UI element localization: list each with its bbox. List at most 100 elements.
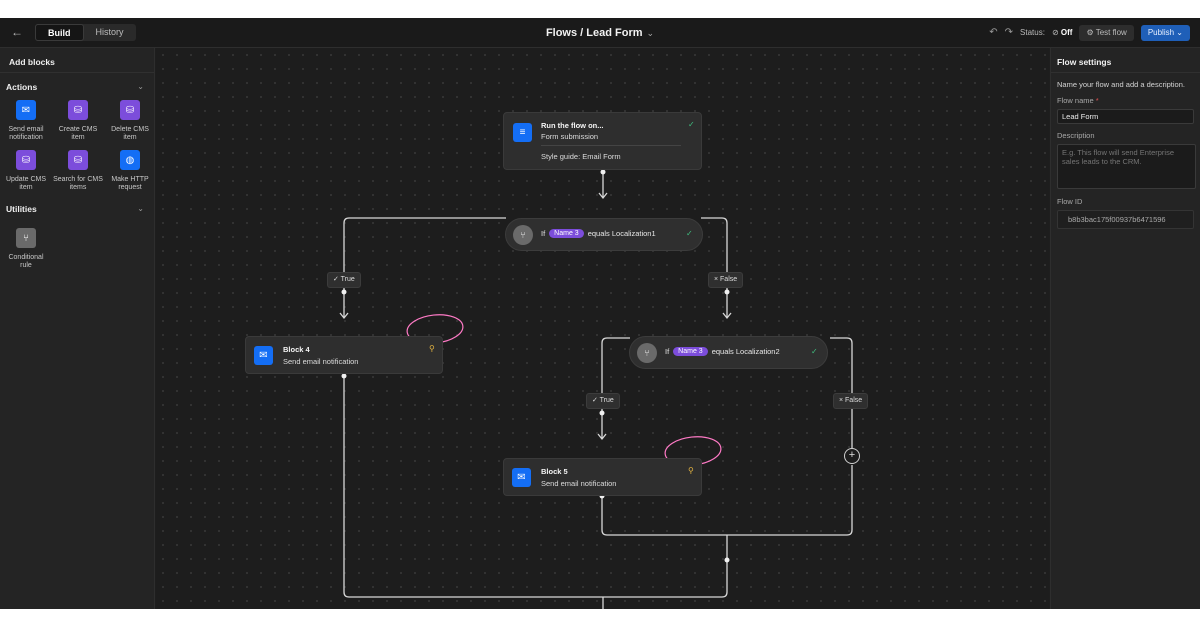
status-label: Status: — [1020, 28, 1045, 37]
condition-text: If Name 3 equals Localization1 — [541, 229, 656, 238]
test-flow-label: Test flow — [1095, 27, 1127, 37]
required-icon: * — [1095, 96, 1099, 105]
branch-true-label: ✓ True — [327, 272, 361, 288]
chevron-down-icon[interactable]: ⌄ — [646, 28, 655, 38]
flow-title[interactable]: Flows / Lead Form — [545, 27, 643, 39]
flow-id-field[interactable]: b8b3bac175f00937b6471596 — [1057, 210, 1194, 229]
block-label: Conditional rule — [8, 254, 44, 269]
database-search-icon: ⛁ — [68, 150, 88, 170]
condition-node-1[interactable]: ⑂ If Name 3 equals Localization1 ✓ — [505, 218, 703, 251]
description-label: Description — [1057, 131, 1095, 140]
block-make-http-request[interactable]: ◍ Make HTTP request — [104, 150, 156, 192]
trigger-node[interactable]: ≡ Run the flow on... Form submission Sty… — [503, 112, 702, 170]
utilities-title: Utilities — [6, 204, 37, 214]
add-step-button[interactable]: + — [844, 448, 860, 464]
test-flow-button[interactable]: ⚙ Test flow — [1079, 24, 1134, 41]
if-label: If — [541, 229, 546, 238]
app-window: ← Build History Flows / Lead Form⌄ ↶ ↷ S… — [0, 18, 1200, 609]
block-4-node[interactable]: ✉ Block 4 Send email notification ⚲ — [245, 336, 443, 374]
block-label: Create CMS item — [58, 126, 98, 141]
block-label: Delete CMS item — [111, 126, 149, 141]
branch-false-label: × False — [833, 393, 869, 409]
block-label: Search for CMS items — [53, 176, 103, 191]
envelope-icon: ✉ — [254, 346, 273, 365]
magic-wand-icon[interactable]: ⚲ — [429, 344, 435, 353]
globe-icon: ◍ — [120, 150, 140, 170]
check-icon: ✓ — [811, 347, 818, 356]
undo-icon[interactable]: ↶ — [989, 27, 998, 38]
actions-title: Actions — [6, 82, 38, 92]
chevron-down-icon[interactable]: ⌄ — [137, 204, 144, 213]
label-text: Flow name — [1057, 96, 1094, 105]
actions-grid: ✉ Send email notification ⛁ Create CMS i… — [0, 92, 154, 192]
condition-value: equals Localization2 — [711, 347, 780, 356]
block-create-cms-item[interactable]: ⛁ Create CMS item — [52, 100, 104, 142]
envelope-icon: ✉ — [16, 100, 36, 120]
block-title: Block 5 — [541, 467, 568, 476]
panel-heading: Add blocks — [0, 48, 154, 73]
top-bar: ← Build History Flows / Lead Form⌄ ↶ ↷ S… — [0, 18, 1200, 48]
block-title: Block 4 — [283, 345, 310, 354]
utilities-section-header[interactable]: Utilities ⌄ — [0, 192, 154, 214]
flow-name-label: Flow name * — [1057, 96, 1194, 105]
block-update-cms-item[interactable]: ⛁ Update CMS item — [0, 150, 52, 192]
tab-history[interactable]: History — [95, 27, 124, 37]
add-blocks-panel: Add blocks Actions ⌄ ✉ Send email notifi… — [0, 48, 155, 609]
back-arrow-icon[interactable]: ← — [11, 25, 23, 39]
form-icon: ≡ — [513, 123, 532, 142]
variable-tag: Name 3 — [549, 229, 584, 238]
chevron-down-icon: ⌄ — [1176, 27, 1183, 37]
block-delete-cms-item[interactable]: ⛁ Delete CMS item — [104, 100, 156, 142]
tab-build[interactable]: Build — [35, 24, 84, 41]
branch-true-label: ✓ True — [586, 393, 620, 409]
check-icon: ✓ — [686, 229, 693, 238]
branch-icon: ⑂ — [16, 228, 36, 248]
actions-section-header[interactable]: Actions ⌄ — [0, 73, 154, 92]
block-label: Update CMS item — [5, 176, 47, 191]
block-subtitle: Send email notification — [541, 479, 617, 488]
gear-icon: ⚙ — [1086, 27, 1094, 37]
utilities-grid: ⑂ Conditional rule — [0, 214, 154, 270]
magic-wand-icon[interactable]: ⚲ — [688, 466, 694, 475]
trigger-detail: Style guide: Email Form — [541, 152, 621, 161]
panel-intro: Name your flow and add a description. — [1057, 80, 1185, 89]
status-toggle[interactable]: ⊘ Off — [1052, 28, 1073, 37]
status-off-icon: ⊘ — [1051, 28, 1059, 37]
check-icon: ✓ — [688, 120, 695, 129]
database-add-icon: ⛁ — [68, 100, 88, 120]
description-field[interactable] — [1057, 144, 1196, 189]
database-edit-icon: ⛁ — [16, 150, 36, 170]
database-delete-icon: ⛁ — [120, 100, 140, 120]
flow-canvas[interactable]: ≡ Run the flow on... Form submission Sty… — [156, 48, 1049, 609]
branch-icon: ⑂ — [637, 343, 657, 363]
flow-name-field[interactable]: Lead Form — [1057, 109, 1194, 124]
redo-icon[interactable]: ↷ — [1004, 27, 1014, 38]
trigger-subtitle: Form submission — [541, 132, 599, 141]
flow-id-label: Flow ID — [1057, 197, 1083, 206]
variable-tag: Name 3 — [673, 347, 708, 356]
status-value: Off — [1060, 28, 1073, 37]
trigger-title: Run the flow on... — [541, 121, 604, 130]
branch-icon: ⑂ — [513, 225, 533, 245]
block-label: Send email notification — [8, 126, 44, 141]
toolbar-right: ↶ ↷ Status: ⊘ Off ⚙ Test flow Publish ⌄ — [989, 24, 1190, 41]
block-send-email[interactable]: ✉ Send email notification — [0, 100, 52, 142]
condition-value: equals Localization1 — [587, 229, 656, 238]
condition-node-2[interactable]: ⑂ If Name 3 equals Localization2 ✓ — [629, 336, 828, 369]
panel-heading: Flow settings — [1051, 48, 1200, 73]
divider — [541, 145, 681, 146]
envelope-icon: ✉ — [512, 468, 531, 487]
publish-button[interactable]: Publish ⌄ — [1140, 24, 1190, 41]
block-5-node[interactable]: ✉ Block 5 Send email notification ⚲ — [503, 458, 702, 496]
mode-switch: Build History — [35, 24, 136, 41]
branch-false-label: × False — [708, 272, 744, 288]
block-search-cms-items[interactable]: ⛁ Search for CMS items — [52, 150, 104, 192]
block-label: Make HTTP request — [111, 176, 149, 191]
chevron-down-icon[interactable]: ⌄ — [137, 82, 144, 91]
publish-label: Publish — [1147, 27, 1175, 37]
if-label: If — [665, 347, 670, 356]
block-conditional-rule[interactable]: ⑂ Conditional rule — [0, 228, 52, 270]
block-subtitle: Send email notification — [283, 357, 359, 366]
condition-text: If Name 3 equals Localization2 — [665, 347, 780, 356]
flow-settings-panel: Flow settings Name your flow and add a d… — [1050, 48, 1200, 609]
